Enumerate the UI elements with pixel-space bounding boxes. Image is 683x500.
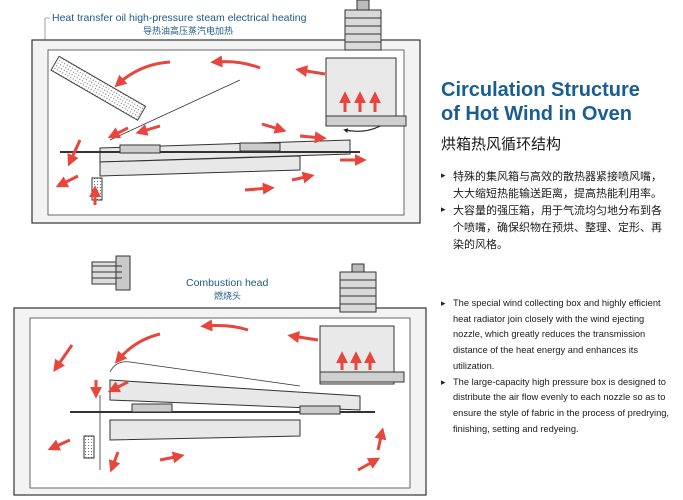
top-oven — [31, 0, 421, 224]
bullet-en-2: The large-capacity high pressure box is … — [441, 375, 671, 438]
heating-label-cn: 导热油高压蒸汽电加热 — [143, 27, 234, 37]
bottom-airflow-arrows — [47, 319, 387, 473]
bullets-en: The special wind collecting box and high… — [441, 296, 671, 437]
heating-leader — [44, 17, 50, 40]
bullet-en-1: The special wind collecting box and high… — [441, 296, 671, 375]
bottom-fan-motor — [339, 263, 377, 313]
bullets-cn: 特殊的集风箱与高效的散热器紧接喷风嘴，大大缩短热能输送距离，提高热能利用率。 大… — [441, 168, 669, 253]
bullet-cn-2: 大容量的强压箱，用于气流均匀地分布到各个喷嘴，确保织物在预烘、整理、定形、再染的… — [441, 202, 669, 253]
title-line2: of Hot Wind in Oven — [441, 103, 632, 125]
title: Circulation Structure of Hot Wind in Ove… — [441, 78, 640, 126]
top-heat-radiator — [50, 55, 147, 121]
combustion-label: Combustion head — [186, 277, 269, 289]
bottom-oven — [13, 255, 427, 496]
title-line1: Circulation Structure — [441, 79, 640, 101]
heating-label: Heat transfer oil high-pressure steam el… — [52, 12, 307, 24]
combustion-head — [91, 255, 131, 291]
top-fan-motor — [344, 0, 382, 51]
top-airflow-arrows — [55, 55, 381, 205]
title-cn: 烘箱热风循环结构 — [441, 135, 562, 153]
bottom-nozzle-upper — [109, 379, 361, 411]
bottom-nozzle-lower — [109, 419, 301, 441]
bullet-cn-1: 特殊的集风箱与高效的散热器紧接喷风嘴，大大缩短热能输送距离，提高热能利用率。 — [441, 168, 669, 202]
top-nozzle-lower — [99, 155, 301, 177]
combustion-label-cn: 燃烧头 — [214, 292, 242, 302]
